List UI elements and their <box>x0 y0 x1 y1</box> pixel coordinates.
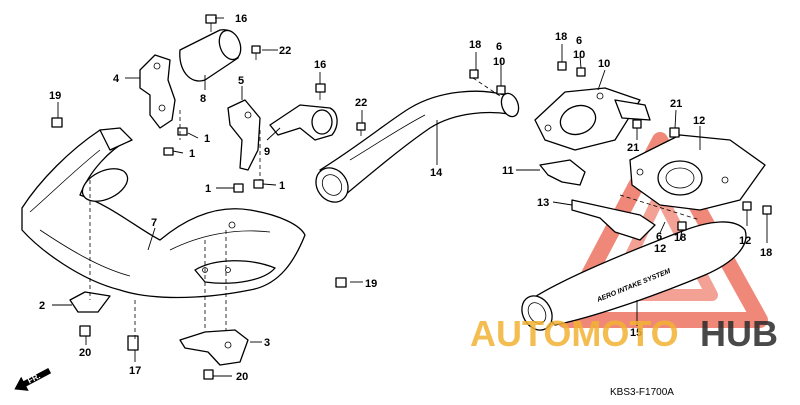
callout-10-c: 10 <box>598 58 610 70</box>
callout-1-b: 1 <box>189 148 195 160</box>
callout-22-top: 22 <box>279 45 291 57</box>
callout-11: 11 <box>502 165 514 177</box>
callout-13: 13 <box>537 197 549 209</box>
part-2-bracket <box>69 291 111 313</box>
bolt-22-top <box>251 45 261 60</box>
nut-20-left <box>79 325 91 337</box>
nut-21-b <box>632 119 642 129</box>
bolt-18-b <box>557 61 567 71</box>
callout-6-b: 6 <box>576 35 582 47</box>
callout-14: 14 <box>430 167 443 179</box>
grommet-1-b <box>163 147 174 156</box>
callout-20-bottom: 20 <box>236 371 248 383</box>
part-11-bracket <box>539 159 586 186</box>
grommet-1-c <box>233 183 244 193</box>
part-8-duct <box>179 29 242 82</box>
part-14-intake-duct <box>315 90 520 203</box>
callout-20-left: 20 <box>79 347 91 359</box>
part-4-bracket <box>139 54 176 129</box>
callout-12-b: 12 <box>654 243 666 255</box>
callout-5: 5 <box>238 75 244 87</box>
bolt-22-right <box>356 122 366 136</box>
callout-18-b: 18 <box>555 31 567 43</box>
callout-1-d: 1 <box>279 180 285 192</box>
callout-4: 4 <box>113 73 120 85</box>
callout-9: 9 <box>264 146 270 158</box>
part-3-bracket <box>179 329 249 366</box>
callout-6-c: 6 <box>656 231 662 243</box>
callout-7: 7 <box>151 217 157 229</box>
part-13-stay <box>571 199 656 241</box>
callout-12-a: 12 <box>693 115 705 127</box>
callout-10-a: 10 <box>493 56 505 68</box>
part-12-cover <box>629 134 766 211</box>
bolt-19-left <box>51 117 63 128</box>
callout-19-left: 19 <box>49 90 61 102</box>
part-5-bracket <box>227 99 261 171</box>
front-direction-marker: FR. <box>14 367 52 391</box>
nut-6-a <box>496 85 506 95</box>
callout-1-c: 1 <box>205 183 211 195</box>
callout-21-b: 21 <box>627 142 639 154</box>
bolt-18-d <box>762 205 772 215</box>
part-10-flange <box>534 87 651 151</box>
drawing-code: KBS3-F1700A <box>610 387 674 398</box>
watermark-text: AUTOMOTO HUB <box>470 313 778 354</box>
bolt-17 <box>127 335 139 351</box>
nut-21-a <box>669 127 680 138</box>
bolt-16-top <box>205 14 217 32</box>
callout-17: 17 <box>129 365 141 377</box>
assembly-lines <box>89 77 701 340</box>
callout-1-a: 1 <box>204 133 210 145</box>
grommet-1-a <box>177 127 188 136</box>
callout-16-right: 16 <box>314 59 326 71</box>
bolt-19-right <box>335 277 347 288</box>
grommet-1-d <box>253 179 264 189</box>
part-9-clamp <box>269 104 338 141</box>
callout-2: 2 <box>39 300 45 312</box>
callout-12-c: 12 <box>739 235 751 247</box>
callout-16-top: 16 <box>235 13 247 25</box>
callout-18-d: 18 <box>760 247 772 259</box>
nut-20-bottom <box>203 369 214 380</box>
callout-numbers: 16 22 8 4 5 19 1 1 1 1 9 16 22 7 19 2 20… <box>39 13 772 383</box>
fasteners <box>51 14 772 380</box>
bolt-18-a <box>469 69 479 79</box>
bolt-18-c <box>677 221 687 231</box>
watermark-brand-hub: HUB <box>700 313 778 354</box>
nut-6-c <box>742 201 752 211</box>
callout-22-right: 22 <box>355 97 367 109</box>
nut-6-b <box>576 67 586 77</box>
callout-8: 8 <box>200 93 206 105</box>
callout-21-a: 21 <box>670 98 682 110</box>
callout-10-b: 10 <box>573 49 585 61</box>
watermark-brand-automoto: AUTOMOTO <box>470 313 679 354</box>
callout-3: 3 <box>264 337 270 349</box>
part-7-air-intake-cowl <box>21 127 306 299</box>
leader-lines <box>52 17 768 377</box>
callout-18-a: 18 <box>469 39 481 51</box>
callout-6-a: 6 <box>496 41 502 53</box>
callout-19-right: 19 <box>365 278 377 290</box>
callout-15: 15 <box>630 327 642 339</box>
callout-18-c: 18 <box>674 232 686 244</box>
bolt-16-right <box>315 83 326 100</box>
